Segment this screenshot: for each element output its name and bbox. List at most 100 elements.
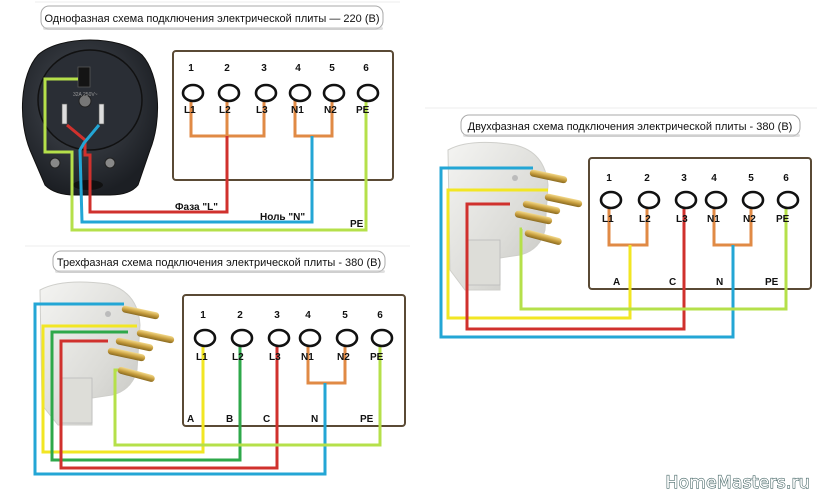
terminal-number: 5	[342, 310, 348, 321]
terminal-screw-icon	[370, 328, 394, 348]
terminal-label: L3	[269, 352, 281, 363]
wire-label-neutral: Ноль "N"	[260, 212, 305, 223]
title-badge: Однофазная схема подключения электрическ…	[40, 5, 384, 30]
diagram-single-phase: Однофазная схема подключения электрическ…	[22, 5, 394, 232]
title-badge: Двухфазная схема подключения электрическ…	[460, 114, 801, 137]
wire-label-C: C	[263, 414, 270, 425]
terminal-label: L3	[676, 214, 688, 225]
terminal-label: N2	[743, 214, 756, 225]
wire-ground-PE	[43, 77, 368, 232]
wire-label-C: C	[669, 277, 676, 288]
wire-label-A: A	[613, 277, 620, 288]
terminal-number: 3	[261, 63, 267, 74]
terminal-label: PE	[370, 352, 384, 363]
terminal-3: 3L3	[267, 310, 291, 363]
diagram-title: Трехфазная схема подключения электрическ…	[57, 257, 381, 269]
wire-ground-PE	[519, 207, 788, 311]
terminal-screw-icon	[254, 83, 278, 103]
terminal-label: L2	[232, 352, 244, 363]
terminal-number: 3	[681, 173, 687, 184]
wire-phase-A	[41, 324, 205, 454]
terminals: 1L1 2L2 3L3 4N1 5N2 6PE	[599, 173, 800, 225]
wire-phase-B	[50, 330, 242, 462]
terminal-screw-icon	[193, 328, 217, 348]
terminal-number: 6	[783, 173, 789, 184]
terminal-6: 6PE	[356, 63, 380, 116]
terminal-label: N1	[291, 105, 304, 116]
wire-label-phase: Фаза "L"	[175, 202, 218, 213]
terminal-label: PE	[356, 105, 370, 116]
terminal-4: 4N1	[298, 310, 322, 363]
terminal-number: 4	[711, 173, 717, 184]
terminal-screw-icon	[776, 190, 800, 210]
terminal-number: 1	[188, 63, 194, 74]
terminal-label: N1	[707, 214, 720, 225]
terminal-number: 2	[224, 63, 230, 74]
diagram-title: Двухфазная схема подключения электрическ…	[468, 121, 793, 133]
terminal-number: 6	[363, 63, 369, 74]
wire-neutral-N	[439, 166, 735, 339]
terminal-label: N2	[337, 352, 350, 363]
terminal-3: 3L3	[674, 173, 698, 225]
terminal-1: 1L1	[193, 310, 217, 363]
terminal-number: 1	[200, 310, 206, 321]
terminal-number: 5	[748, 173, 754, 184]
terminal-number: 5	[329, 63, 335, 74]
terminal-screw-icon	[674, 190, 698, 210]
terminal-screw-icon	[322, 83, 346, 103]
terminal-number: 2	[644, 173, 650, 184]
wire-label-N: N	[311, 414, 318, 425]
diagram-three-phase: Трехфазная схема подключения электрическ…	[33, 250, 406, 476]
wire-label-N: N	[716, 277, 723, 288]
terminals: 1L1 2L2 3L3 4N1 5N2 6PE	[181, 63, 380, 116]
terminal-screw-icon	[741, 190, 765, 210]
terminal-2: 2L2	[230, 310, 254, 363]
terminal-screw-icon	[599, 190, 623, 210]
terminal-5: 5N2	[322, 63, 346, 116]
terminal-number: 4	[305, 310, 311, 321]
terminal-5: 5N2	[741, 173, 765, 225]
terminal-screw-icon	[637, 190, 661, 210]
wire-label-A: A	[187, 414, 194, 425]
socket-marking: 32A 250V~	[73, 92, 98, 98]
terminal-6: 6PE	[776, 173, 800, 225]
terminal-3: 3L3	[254, 63, 278, 116]
terminal-label: L3	[256, 105, 268, 116]
terminal-label: L2	[639, 214, 651, 225]
terminal-screw-icon	[288, 83, 312, 103]
wire-label-pe: PE	[350, 219, 364, 230]
terminal-number: 1	[606, 173, 612, 184]
diagram-two-phase: Двухфазная схема подключения электрическ…	[439, 114, 812, 339]
terminal-4: 4N1	[288, 63, 312, 116]
terminal-label: N2	[324, 105, 337, 116]
wire-label-PE: PE	[360, 414, 374, 425]
terminal-label: L1	[602, 214, 614, 225]
terminal-2: 2L2	[637, 173, 661, 225]
terminal-number: 2	[237, 310, 243, 321]
terminal-screw-icon	[356, 83, 380, 103]
terminal-block	[588, 157, 812, 290]
watermark: HomeMasters.ru	[666, 473, 810, 493]
terminal-6: 6PE	[370, 310, 394, 363]
wire-ground-PE	[113, 346, 382, 447]
terminals: 1L1 2L2 3L3 4N1 5N2 6PE	[193, 310, 394, 363]
terminal-5: 5N2	[335, 310, 359, 363]
terminal-label: L1	[196, 352, 208, 363]
diagram-title: Однофазная схема подключения электрическ…	[44, 13, 379, 25]
wire-phase-A	[446, 188, 632, 320]
wire-label-B: B	[226, 414, 233, 425]
terminal-number: 3	[274, 310, 280, 321]
terminal-2: 2L2	[217, 63, 241, 116]
terminal-label: L2	[219, 105, 231, 116]
terminal-screw-icon	[704, 190, 728, 210]
terminal-label: PE	[776, 214, 790, 225]
wire-neutral-N	[78, 124, 314, 224]
plug-icon	[447, 141, 583, 291]
terminal-label: N1	[301, 352, 314, 363]
terminal-label: L1	[184, 105, 196, 116]
terminal-screw-icon	[230, 328, 254, 348]
terminal-screw-icon	[267, 328, 291, 348]
terminal-number: 4	[295, 63, 301, 74]
terminal-screw-icon	[335, 328, 359, 348]
